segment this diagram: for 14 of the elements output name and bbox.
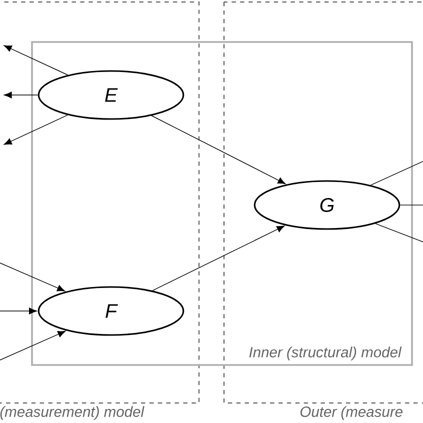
arrow [4,45,68,76]
ellipse-node: F [38,286,184,336]
arrow [152,226,285,291]
ellipse-node: G [254,180,400,230]
arrow [0,330,66,360]
arrow [151,115,286,184]
arrow [4,92,38,98]
arrow [4,114,68,145]
ellipse-node: E [38,70,184,120]
region-label: Inner (structural) model [249,346,402,360]
arrow [0,262,66,292]
arrow [0,308,37,314]
region-label: Outer (measure [300,406,402,420]
region-label: (measurement) model [0,406,144,420]
